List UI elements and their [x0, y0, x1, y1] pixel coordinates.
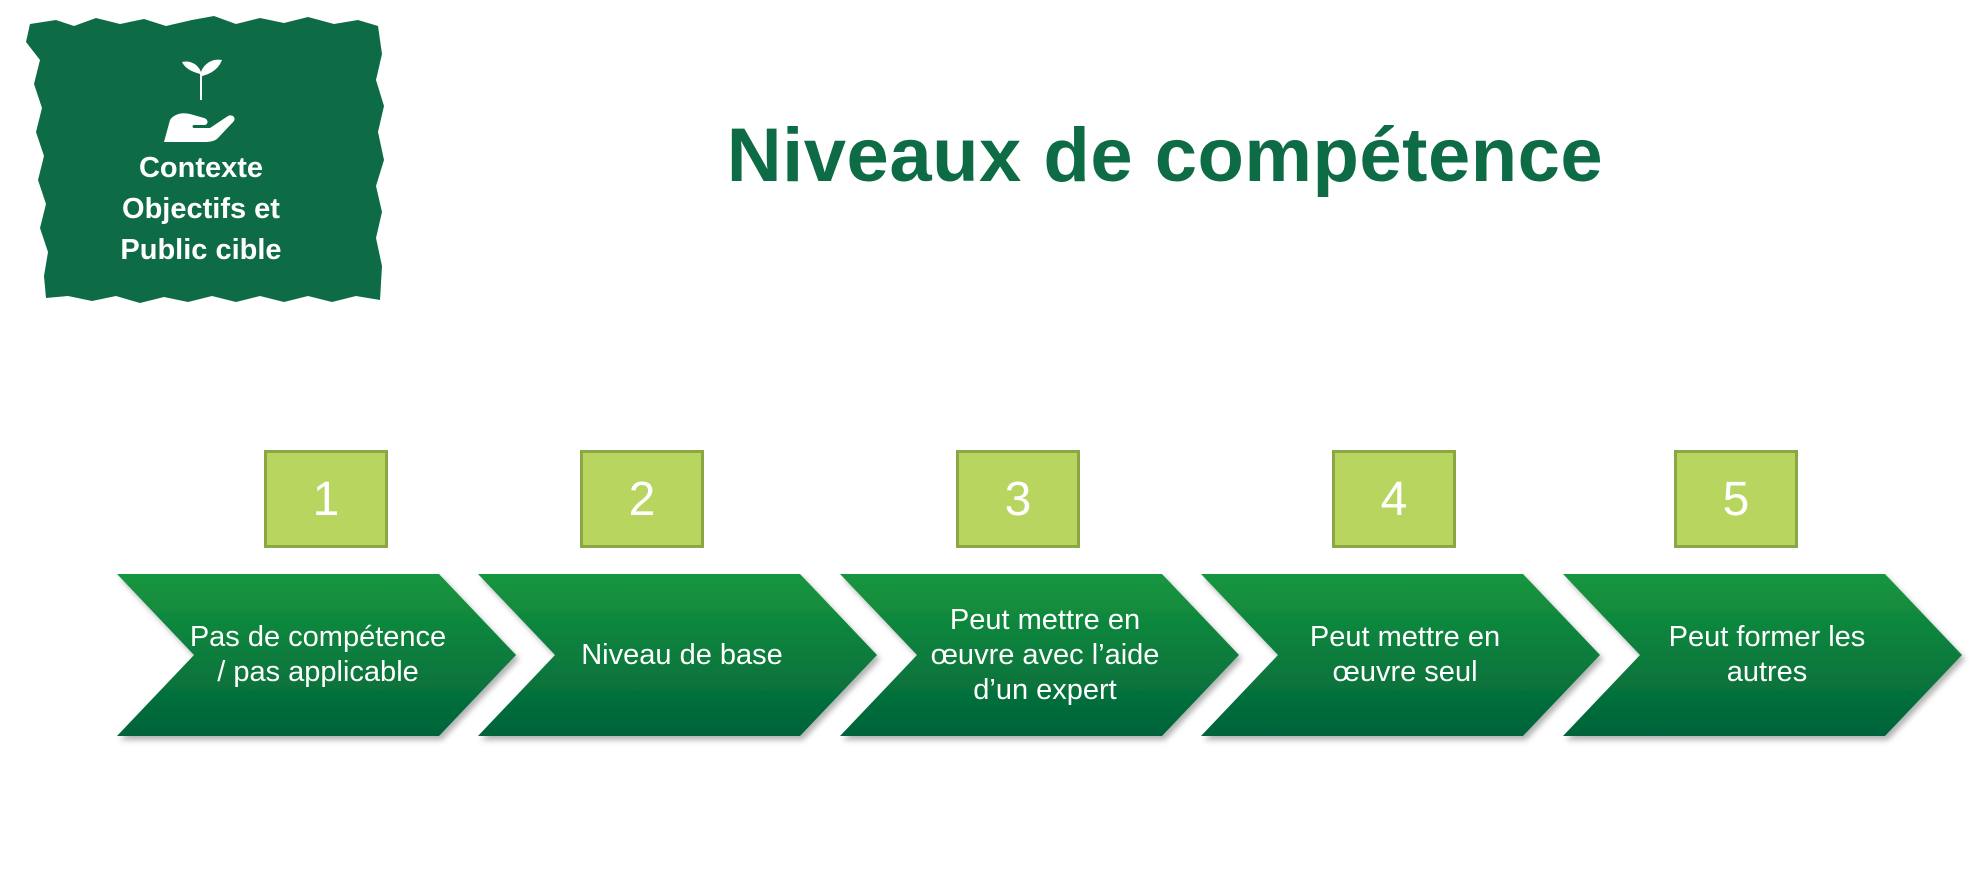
- level-label-4: Peut mettre en œuvre seul: [1277, 574, 1533, 736]
- level-label-3-text: Peut mettre en œuvre avec l’aide d’un ex…: [930, 603, 1160, 706]
- badge-line-3: Public cible: [120, 234, 282, 266]
- level-label-2: Niveau de base: [544, 574, 820, 736]
- level-label-5-text: Peut former les autres: [1668, 621, 1866, 688]
- level-label-4-text: Peut mettre en œuvre seul: [1309, 621, 1501, 688]
- level-label-3: Peut mettre en œuvre avec l’aide d’un ex…: [925, 574, 1165, 736]
- badge-background: [26, 16, 384, 303]
- level-number-1: 1: [264, 450, 388, 548]
- plant-in-hand-icon: [164, 59, 235, 142]
- level-label-5: Peut former les autres: [1639, 574, 1895, 736]
- level-label-1: Pas de compétence / pas applicable: [183, 574, 453, 736]
- level-label-1-text: Pas de compétence / pas applicable: [189, 621, 447, 688]
- context-badge[interactable]: Contexte Objectifs et Public cible: [16, 14, 386, 306]
- badge-text: Contexte Objectifs et Public cible: [46, 148, 356, 271]
- level-number-2: 2: [580, 450, 704, 548]
- badge-line-1: Contexte: [138, 152, 264, 184]
- level-label-2-text: Niveau de base: [581, 638, 783, 671]
- level-number-4: 4: [1332, 450, 1456, 548]
- level-number-3: 3: [956, 450, 1080, 548]
- badge-line-2: Objectifs et: [122, 193, 280, 225]
- level-number-5: 5: [1674, 450, 1798, 548]
- page-title: Niveaux de compétence: [726, 113, 1604, 198]
